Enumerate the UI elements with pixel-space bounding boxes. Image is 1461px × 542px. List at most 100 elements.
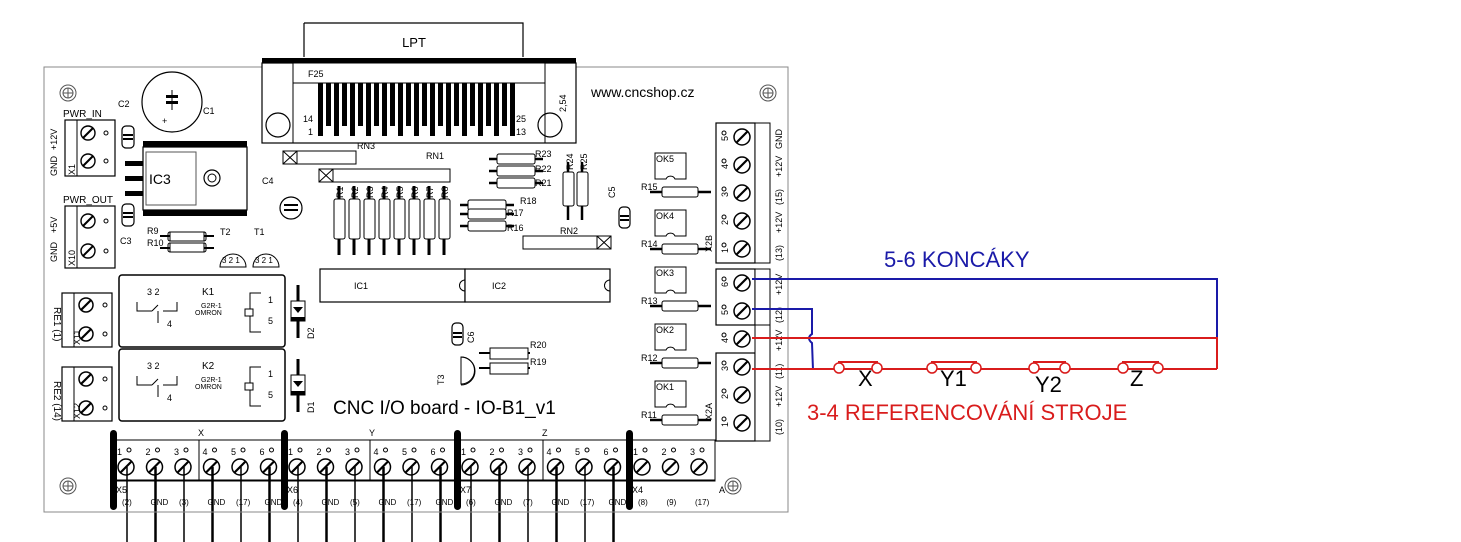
pin-number: 1 [461, 447, 466, 457]
lpt-pin [438, 83, 443, 126]
transistor-t1: T13 2 1 [252, 227, 280, 268]
resistor-body [661, 357, 699, 369]
pin-number: 3 [174, 447, 179, 457]
c2-label: C2 [118, 99, 130, 109]
c4-label: C4 [262, 176, 274, 186]
relay-contact-labels: 3 2 [147, 361, 160, 371]
r9-label: R9 [147, 226, 159, 236]
lpt-pin [494, 83, 499, 136]
pin-number: 5 [231, 447, 236, 457]
connector-separator [454, 430, 461, 510]
pwr-in-pin-gnd: GND [49, 156, 59, 177]
svg-text:+: + [162, 116, 167, 126]
mounting-hole-icon [59, 477, 77, 495]
axis-label: Y [369, 428, 375, 438]
resistor-body [661, 414, 699, 426]
switch-z: Z [1117, 361, 1164, 391]
resistor-body [496, 153, 536, 165]
pwr-out-label: PWR_OUT [63, 195, 113, 206]
lpt-pin [326, 83, 331, 126]
lpt-pin [342, 83, 347, 126]
transistor-t3: T3 [436, 356, 476, 386]
resistor-network-rn2: RN2 [522, 226, 612, 250]
terminal-screw-icon [402, 458, 420, 476]
resistor-label-r4: R4 [380, 186, 390, 198]
pin-signal-label: (11) [774, 364, 784, 379]
pin-number: 6 [604, 447, 609, 457]
pwr-in-ref: X1 [67, 164, 77, 175]
pwr-in-pin-plus12v: +12V [49, 129, 59, 150]
lpt-pin [406, 83, 411, 126]
pin-number: 5 [402, 447, 407, 457]
opto-resistor-label: R13 [641, 296, 658, 306]
pin-number: 1 [633, 447, 638, 457]
resistor-body [348, 198, 361, 240]
axis-connector-ref: X4 [632, 485, 643, 495]
pin-number: 4 [203, 447, 208, 457]
terminal-screw-icon [633, 458, 651, 476]
pin-signal-label: +12V [774, 330, 784, 351]
terminal-screw-icon [518, 458, 536, 476]
lpt-pin [334, 83, 339, 136]
relay-contact-common: 4 [167, 393, 172, 403]
lpt-pin [318, 83, 323, 136]
lpt-connector: LPT F25 14 1 25 13 2,54 [261, 22, 577, 144]
c5-label: C5 [607, 186, 617, 198]
pin-number: 3 [345, 447, 350, 457]
resistor-body [393, 198, 406, 240]
lpt-pin [478, 83, 483, 136]
diode-label: D2 [306, 327, 316, 339]
terminal-screw-icon [661, 458, 680, 476]
r19-label: R19 [530, 357, 547, 367]
resistor-label-r17: R17 [507, 208, 524, 218]
capacitor-c1: + C1 C2 [118, 71, 215, 133]
pin-signal-label: GND [208, 498, 226, 507]
relay-maker: OMRON [195, 310, 222, 317]
t2-label: T2 [220, 227, 231, 237]
lpt-type: F25 [308, 69, 324, 79]
relay-ref: K2 [202, 361, 215, 372]
resistor-label-r7: R7 [425, 186, 435, 198]
lpt-pin [382, 83, 387, 136]
relay-coil-pin: 1 [268, 295, 273, 305]
pin-number: 4 [720, 338, 730, 343]
lpt-pin [446, 83, 451, 136]
lpt-pin [422, 83, 427, 126]
opto-resistor-label: R14 [641, 239, 658, 249]
ic2-label: IC2 [492, 281, 506, 291]
connector-separator [626, 430, 633, 510]
switch-y1: Y1 [926, 361, 982, 391]
pin-number: 5 [720, 310, 730, 315]
resistor-label-r24: R24 [565, 153, 575, 170]
lpt-pin [366, 83, 371, 136]
lpt-pin [398, 83, 403, 136]
pin-number: 6 [260, 447, 265, 457]
resistor-label-r6: R6 [410, 186, 420, 198]
terminal-screw-icon [78, 326, 94, 342]
switch-label: X [858, 366, 873, 391]
terminal-screw-icon [345, 458, 363, 476]
switch-y2: Y2 [1028, 361, 1071, 397]
connector-ref: X2B [704, 235, 714, 252]
relay-coil-pin: 1 [268, 369, 273, 379]
axis-connector-ref: X5 [116, 485, 127, 495]
lpt-pin [390, 83, 395, 126]
pin-signal-label: (17) [580, 498, 595, 507]
resistor-label-r25: R25 [579, 153, 589, 170]
ic3-label: IC3 [149, 171, 171, 187]
rn2-label: RN2 [560, 226, 578, 236]
resistor-label-r8: R8 [440, 186, 450, 198]
axis-label: X [198, 428, 204, 438]
opto-ref: OK1 [656, 382, 674, 392]
terminal-screw-icon [733, 414, 751, 432]
pin-signal-label: (15) [774, 189, 784, 205]
